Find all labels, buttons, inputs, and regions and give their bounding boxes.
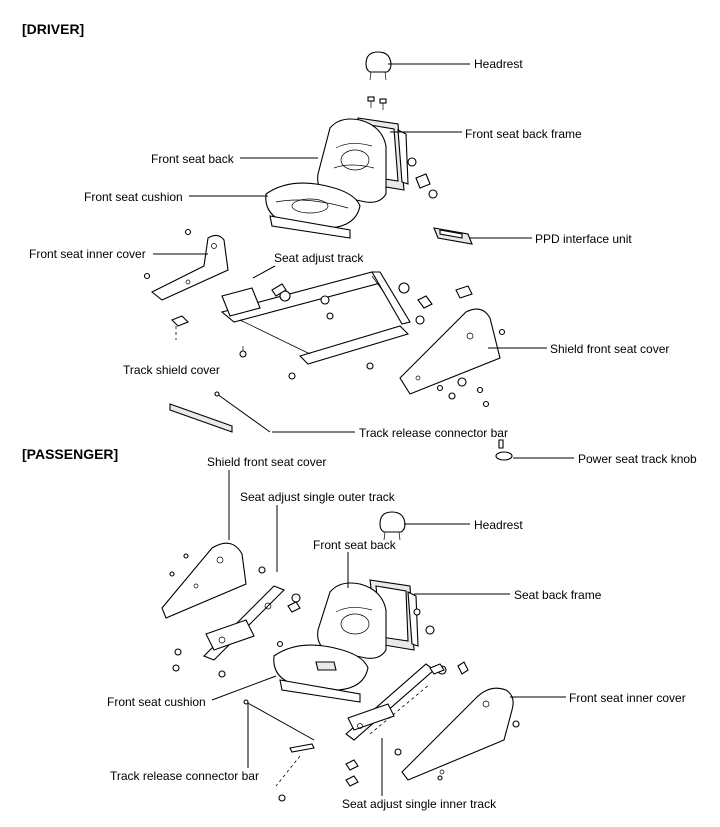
label-seat-adjust-track: Seat adjust track bbox=[274, 251, 364, 265]
driver-seat-back-part bbox=[317, 118, 387, 203]
driver-assembly bbox=[143, 51, 574, 461]
label-pass-shield-cover: Shield front seat cover bbox=[207, 455, 327, 469]
driver-seat-cushion-part bbox=[265, 182, 361, 239]
passenger-inner-track-part bbox=[345, 661, 469, 756]
driver-headrest-guides bbox=[367, 96, 387, 110]
driver-ppd-unit-part bbox=[433, 227, 473, 245]
passenger-assembly bbox=[161, 470, 566, 802]
passenger-shield-cover-part bbox=[161, 542, 247, 619]
label-pass-inner-cover: Front seat inner cover bbox=[569, 691, 686, 705]
label-pass-back-frame: Seat back frame bbox=[514, 588, 602, 602]
leader-seat-adjust-track bbox=[252, 265, 276, 279]
label-driver-cushion: Front seat cushion bbox=[84, 190, 183, 204]
driver-inner-cover-part bbox=[143, 228, 229, 301]
passenger-release-bar-part bbox=[243, 699, 315, 753]
passenger-section-title: [PASSENGER] bbox=[22, 446, 119, 462]
power-seat-track-knob-part bbox=[495, 439, 513, 461]
label-pass-seat-back: Front seat back bbox=[313, 538, 396, 552]
passenger-seat-back-part bbox=[317, 582, 387, 659]
label-driver-inner-cover: Front seat inner cover bbox=[29, 247, 146, 261]
label-pass-headrest: Headrest bbox=[474, 518, 523, 532]
label-driver-back-frame: Front seat back frame bbox=[465, 127, 582, 141]
driver-back-hardware bbox=[407, 157, 438, 199]
label-power-seat-track-knob: Power seat track knob bbox=[578, 452, 697, 466]
driver-track-shield-cover-part bbox=[169, 403, 233, 433]
driver-seat-adjust-track-part bbox=[171, 271, 433, 380]
passenger-headrest-part bbox=[379, 511, 406, 541]
leader-pass-cushion bbox=[211, 675, 277, 701]
driver-release-bar-part bbox=[214, 391, 271, 433]
label-track-shield-cover: Track shield cover bbox=[123, 363, 220, 377]
label-driver-seat-back: Front seat back bbox=[151, 152, 234, 166]
label-driver-release-bar: Track release connector bar bbox=[359, 426, 508, 440]
passenger-inner-cover-part bbox=[401, 687, 520, 781]
passenger-seat-cushion-part bbox=[273, 644, 369, 703]
driver-shield-cover-part bbox=[399, 285, 506, 408]
label-pass-cushion: Front seat cushion bbox=[107, 695, 206, 709]
passenger-outer-track-part bbox=[172, 566, 301, 678]
label-driver-shield-cover: Shield front seat cover bbox=[550, 342, 670, 356]
label-ppd-interface-unit: PPD interface unit bbox=[535, 232, 632, 246]
driver-headrest-part bbox=[365, 51, 392, 81]
label-pass-inner-track: Seat adjust single inner track bbox=[342, 797, 497, 811]
driver-section-title: [DRIVER] bbox=[22, 21, 85, 37]
passenger-bottom-hardware bbox=[275, 755, 359, 802]
label-pass-outer-track: Seat adjust single outer track bbox=[240, 490, 395, 504]
label-pass-release-bar: Track release connector bar bbox=[110, 769, 259, 783]
label-driver-headrest: Headrest bbox=[474, 57, 523, 71]
